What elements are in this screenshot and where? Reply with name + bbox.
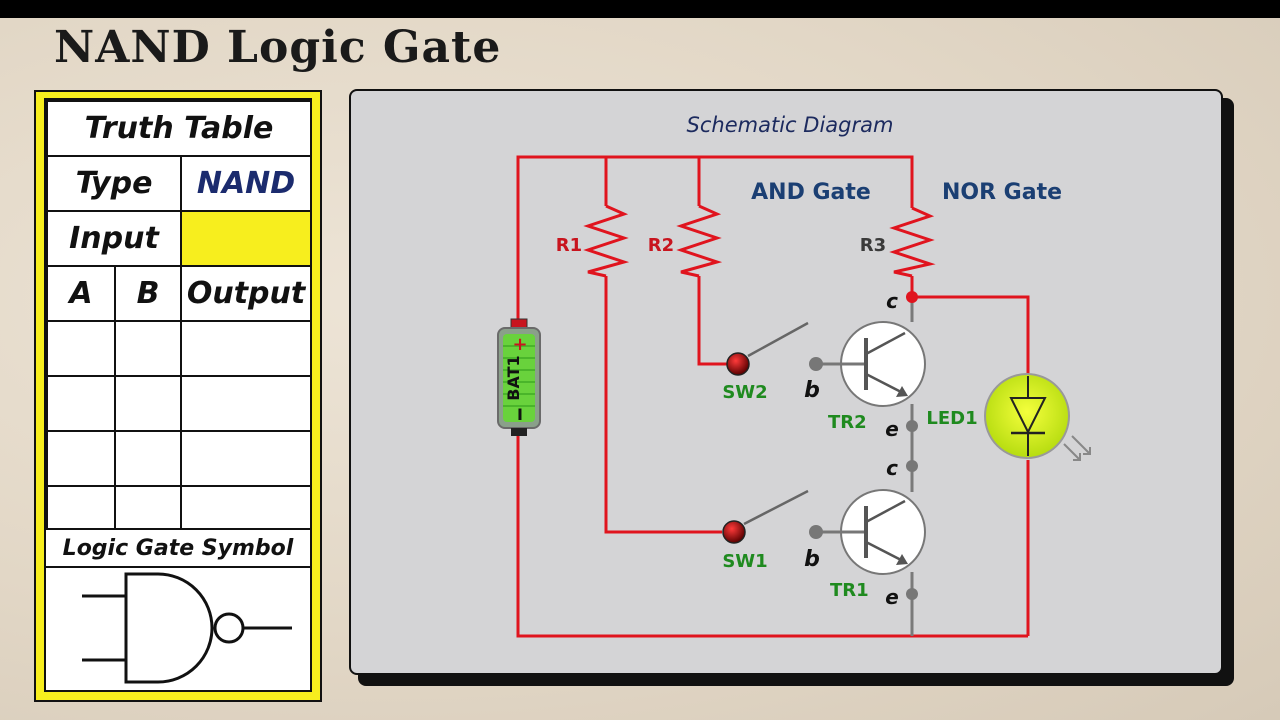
switch-sw1[interactable]: [722, 489, 823, 544]
page-title: NAND Logic Gate: [54, 22, 502, 73]
resistor-r3: [889, 206, 936, 278]
collector-node-tr2: [906, 291, 918, 303]
and-gate-label: AND Gate: [751, 180, 871, 205]
cell-output: [179, 375, 313, 432]
schematic-title: Schematic Diagram: [687, 113, 894, 137]
cell-b: [114, 320, 182, 377]
transistor-tr2: [816, 297, 926, 466]
logic-gate-symbol-title: Logic Gate Symbol: [46, 528, 310, 568]
pin-c-tr1: c: [886, 456, 898, 480]
sw2-label: SW2: [722, 382, 767, 403]
pin-e-tr1: e: [885, 585, 899, 609]
truth-table-card: Truth Table Type NAND Input A B Output: [44, 98, 313, 692]
switch-sw2[interactable]: [726, 321, 823, 376]
cell-b: [114, 430, 182, 487]
table-row: [46, 320, 313, 377]
r2-label: R2: [648, 235, 674, 256]
r3-label: R3: [860, 235, 886, 256]
transistor-tr1: [816, 466, 926, 605]
nand-gate-symbol: [82, 572, 292, 684]
cell-a: [46, 430, 116, 487]
input-label: Input: [46, 210, 182, 267]
cell-output: [179, 320, 313, 377]
table-row: [46, 430, 313, 487]
battery-bat1: [497, 318, 541, 436]
tr1-label: TR1: [830, 580, 869, 601]
pin-b-tr2: b: [804, 378, 820, 403]
column-output-header: Output: [179, 265, 313, 322]
truth-table-heading: Truth Table: [45, 100, 313, 157]
led-label: LED1: [926, 408, 977, 429]
r1-label: R1: [556, 235, 582, 256]
battery-label: BAT1: [504, 355, 523, 400]
table-row: [46, 375, 313, 432]
collector-node-tr1: [906, 460, 918, 472]
cell-output: [179, 430, 313, 487]
sw1-label: SW1: [722, 551, 767, 572]
battery-plus: +: [512, 334, 527, 355]
circuit-wires: [516, 155, 1030, 638]
emitter-node-tr1: [906, 588, 918, 600]
type-label: Type: [46, 155, 182, 212]
nor-gate-label: NOR Gate: [942, 180, 1062, 205]
pin-e-tr2: e: [885, 417, 899, 441]
type-value: NAND: [179, 155, 313, 212]
schematic-panel: [349, 89, 1223, 675]
pin-b-tr1: b: [804, 547, 820, 572]
tr2-label: TR2: [828, 412, 867, 433]
cell-b: [114, 375, 182, 432]
resistor-r1: [583, 204, 630, 278]
led-icon: [984, 373, 1091, 461]
pin-c-tr2: c: [886, 289, 898, 313]
input-indicator: [179, 210, 313, 267]
resistor-r2: [676, 204, 723, 278]
column-b-header: B: [114, 265, 182, 322]
emitter-node-tr2: [906, 420, 918, 432]
truth-table-panel: Truth Table Type NAND Input A B Output: [34, 90, 322, 702]
cell-a: [46, 375, 116, 432]
battery-minus: I: [517, 405, 523, 424]
cell-a: [46, 320, 116, 377]
column-a-header: A: [46, 265, 116, 322]
